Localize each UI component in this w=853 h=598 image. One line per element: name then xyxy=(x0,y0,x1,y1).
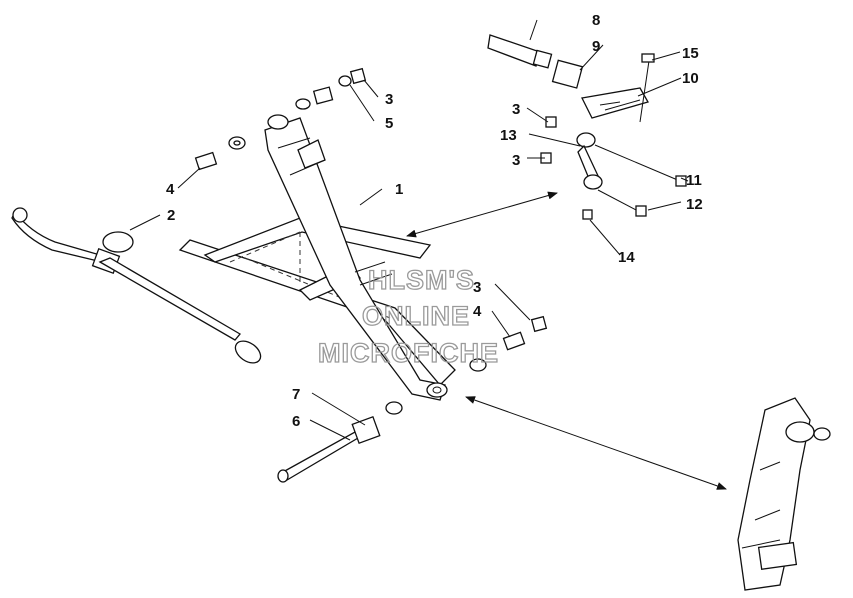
callout-3-lower: 3 xyxy=(473,279,481,296)
callout-10: 10 xyxy=(682,70,699,87)
lower-hardware xyxy=(277,315,548,483)
callout-8: 8 xyxy=(592,12,600,29)
callout-2: 2 xyxy=(167,207,175,224)
callout-15: 15 xyxy=(682,45,699,62)
callout-1: 1 xyxy=(395,181,403,198)
callout-4-upper: 4 xyxy=(166,181,175,198)
watermark-line-3: MICROFICHE xyxy=(318,338,499,368)
watermark-line-1: HLSM'S xyxy=(368,265,475,295)
callout-5: 5 xyxy=(385,115,393,132)
callout-11: 11 xyxy=(686,172,702,189)
shock-absorber xyxy=(264,114,448,401)
callout-3-linkage-mid: 3 xyxy=(512,152,520,169)
upper-hardware xyxy=(194,67,367,171)
arrow-shock-to-spindle xyxy=(465,396,727,490)
callout-9: 9 xyxy=(592,38,600,55)
callout-3-linkage-top: 3 xyxy=(512,101,520,118)
watermark-line-2: ONLINE xyxy=(362,301,470,331)
arrow-shock-to-linkage xyxy=(406,191,558,238)
callout-7: 7 xyxy=(292,386,300,403)
callout-4-lower: 4 xyxy=(473,303,482,320)
callout-6: 6 xyxy=(292,413,300,430)
steering-linkage xyxy=(487,34,687,220)
reservoir-assembly xyxy=(11,207,262,364)
leader-lines xyxy=(129,19,689,441)
spindle xyxy=(737,397,831,591)
callout-3-upper: 3 xyxy=(385,91,393,108)
callout-13: 13 xyxy=(500,127,517,144)
callout-12: 12 xyxy=(686,196,703,213)
callout-14: 14 xyxy=(618,249,635,266)
